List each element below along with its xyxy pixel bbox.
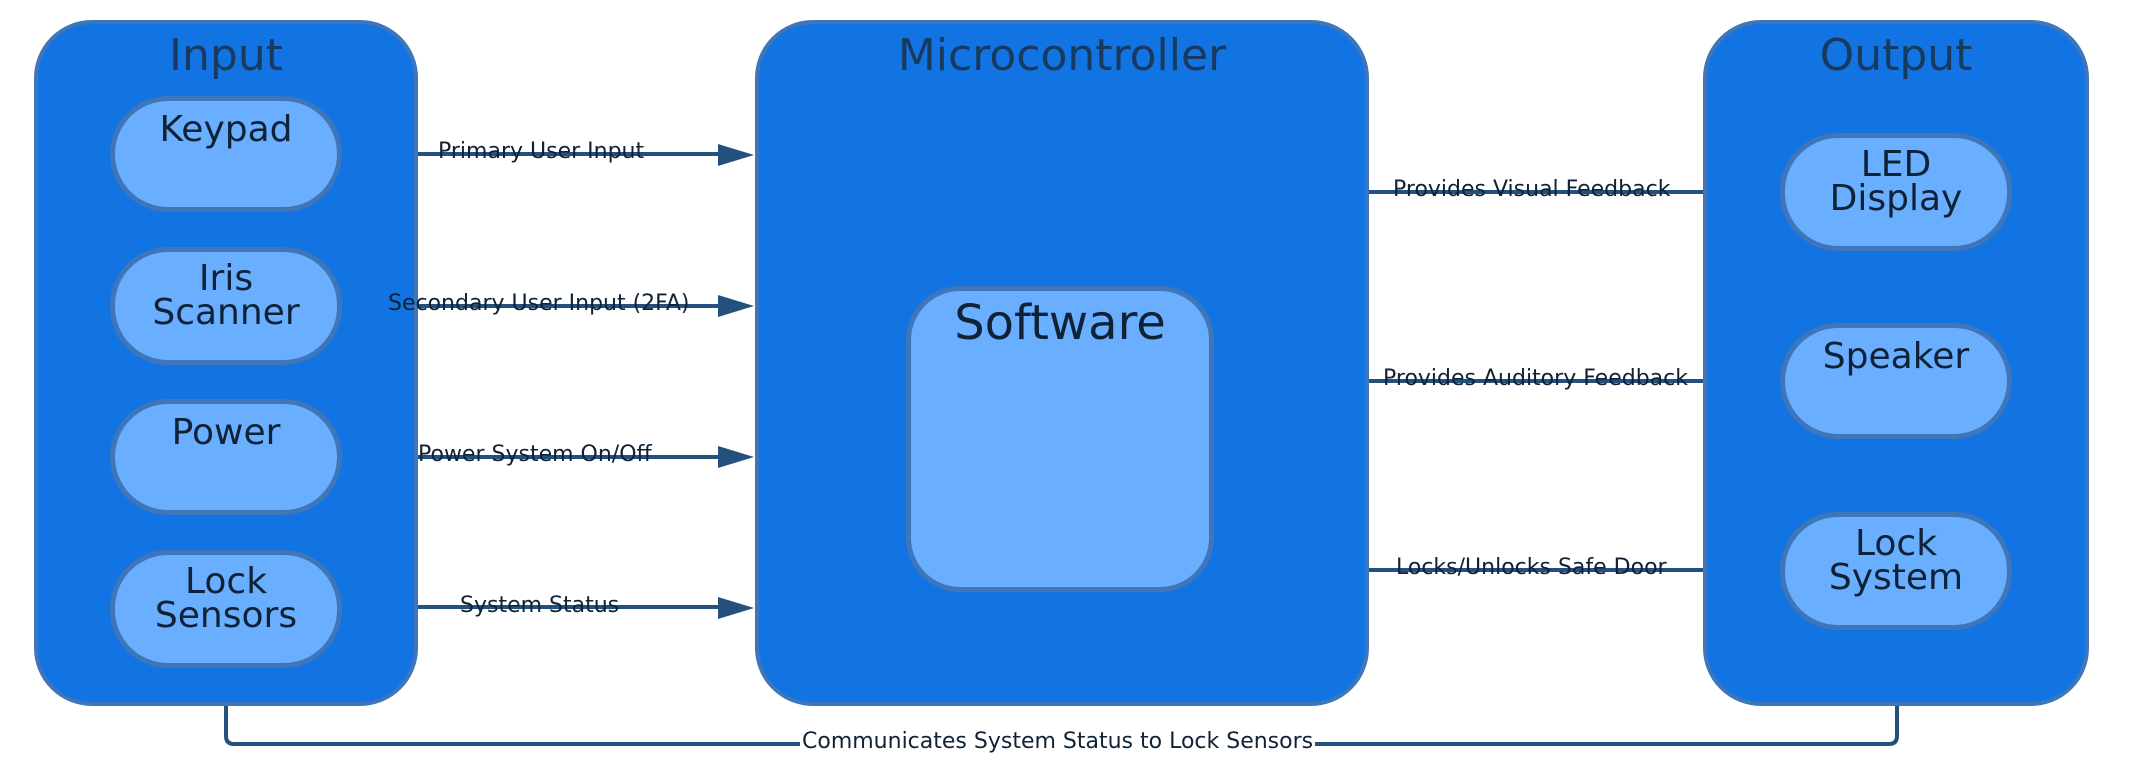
lock-sensors-node: Lock Sensors <box>110 550 342 668</box>
keypad-label: Keypad <box>159 109 293 150</box>
power-node: Power <box>110 399 342 515</box>
edge-label-iris: Secondary User Input (2FA) <box>388 291 690 316</box>
edge-label-lock-sensors: System Status <box>460 593 620 618</box>
input-group-title: Input <box>169 30 283 81</box>
speaker-label: Speaker <box>1822 336 1970 377</box>
software-label: Software <box>954 295 1166 351</box>
keypad-node: Keypad <box>110 96 342 212</box>
edge-label-feedback: Communicates System Status to Lock Senso… <box>800 729 1316 754</box>
edge-label-keypad: Primary User Input <box>438 139 645 164</box>
edge-power-arrowhead <box>718 446 754 468</box>
edge-keypad-arrowhead <box>718 144 754 166</box>
lock-system-label: Lock System <box>1828 523 1964 598</box>
edge-label-speaker: Provides Auditory Feedback <box>1383 366 1688 391</box>
lock-sensors-label: Lock Sensors <box>154 561 298 636</box>
lock-system-node: Lock System <box>1780 512 2012 630</box>
edge-label-power: Power System On/Off <box>418 442 652 467</box>
edge-label-lock-system: Locks/Unlocks Safe Door <box>1396 555 1667 580</box>
edge-iris-arrowhead <box>718 295 754 317</box>
output-group-title: Output <box>1819 30 1973 81</box>
led-display-node: LED Display <box>1780 133 2012 251</box>
led-display-label: LED Display <box>1829 144 1963 219</box>
software-node: Software <box>906 286 1214 592</box>
power-label: Power <box>171 412 281 453</box>
speaker-node: Speaker <box>1780 323 2012 439</box>
edge-lock-sensors-arrowhead <box>718 597 754 619</box>
iris-scanner-node: Iris Scanner <box>110 247 342 365</box>
iris-scanner-label: Iris Scanner <box>152 258 300 333</box>
edge-label-led: Provides Visual Feedback <box>1393 177 1671 202</box>
microcontroller-group-title: Microcontroller <box>897 30 1227 81</box>
